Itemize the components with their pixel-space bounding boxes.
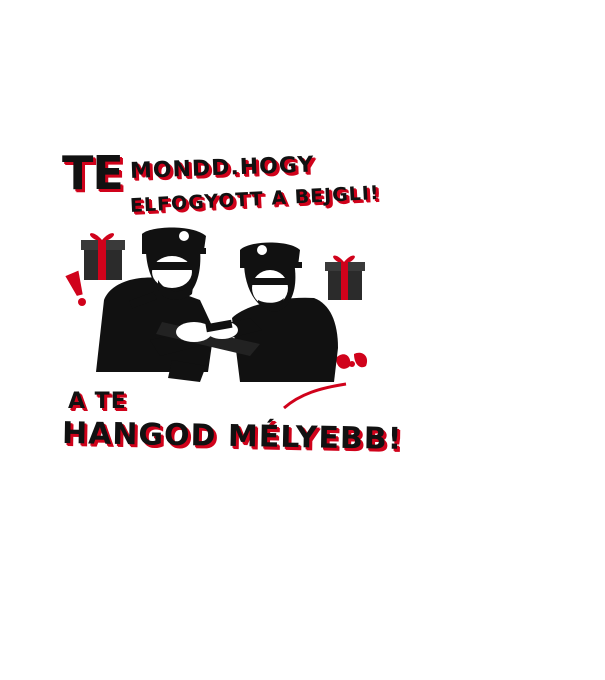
gift-icon-right [325,255,365,300]
exclamation-icon [65,270,86,306]
swoosh-icon [283,382,347,410]
slogan-line-3: A TE [68,389,127,414]
police-officers-illustration [96,227,338,382]
slogan-te-large: TE [62,146,124,200]
holly-icon [336,352,368,369]
gift-icon-left [81,233,125,280]
slogan-line-4: HANGOD MÉLYEBB! [61,416,403,457]
